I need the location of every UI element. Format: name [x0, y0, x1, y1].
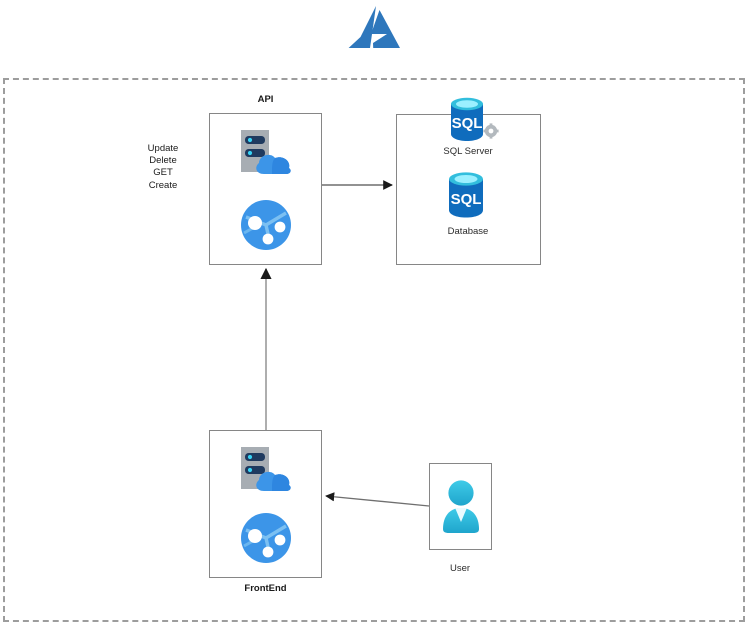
network-globe-icon [240, 199, 292, 251]
user-person-icon [441, 479, 481, 535]
api-operations-list: Update Delete GET Create [125, 143, 201, 192]
sql-database-icon: SQL [446, 170, 492, 220]
network-globe-icon [240, 512, 292, 564]
sql-server-icon: SQL [446, 96, 500, 144]
svg-text:SQL: SQL [451, 191, 482, 208]
api-operation-delete: Delete [149, 155, 177, 167]
api-operation-create: Create [148, 179, 178, 191]
user-box[interactable] [429, 463, 492, 550]
cloud-service-icon [239, 445, 295, 497]
azure-subscription-boundary [3, 78, 745, 622]
api-operation-update: Update [147, 143, 179, 154]
api-box-label: API [257, 94, 274, 105]
sql-database-label: Database [447, 226, 489, 237]
sql-server-label: SQL Server [443, 146, 493, 157]
user-box-label: User [449, 563, 471, 574]
api-operation-get: GET [153, 167, 173, 179]
cloud-service-icon [239, 128, 295, 180]
svg-text:SQL: SQL [452, 115, 483, 132]
azure-logo [348, 4, 414, 52]
frontend-box-label: FrontEnd [244, 583, 287, 594]
